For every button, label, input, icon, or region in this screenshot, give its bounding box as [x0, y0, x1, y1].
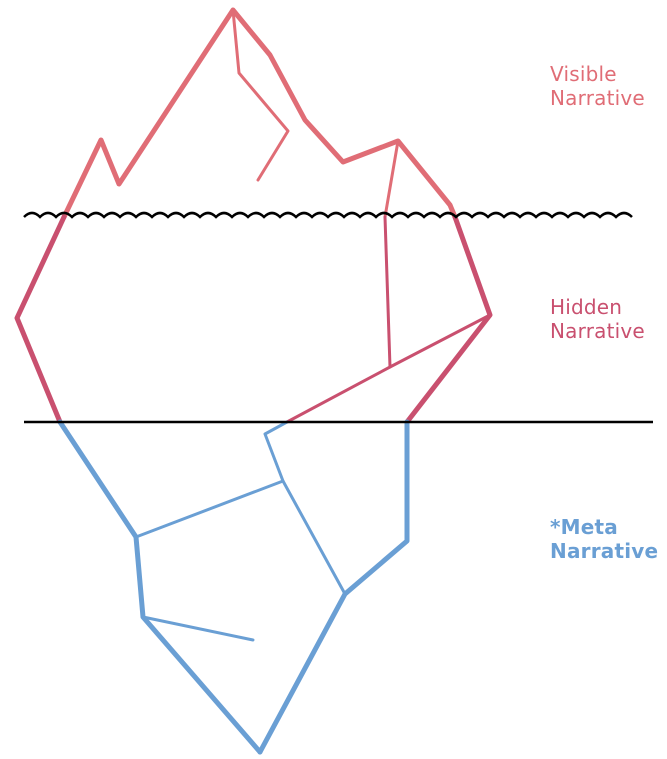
- meta-crack-mid: [134, 479, 285, 539]
- hidden-outline-right: [404, 214, 493, 425]
- hidden-section: [14, 214, 493, 425]
- meta-narrative-line1: *Meta: [550, 515, 618, 539]
- hidden-narrative-line2: Narrative: [550, 319, 645, 343]
- visible-outline: [61, 7, 458, 220]
- meta-narrative-line2: Narrative: [550, 539, 659, 563]
- hidden-narrative-line1: Hidden: [550, 295, 623, 319]
- visible-crack-main: [231, 8, 290, 182]
- visible-narrative-line2: Narrative: [550, 86, 645, 110]
- meta-outline-right: [257, 419, 410, 755]
- meta-section: [57, 419, 410, 755]
- meta-crack-bottom: [141, 615, 255, 642]
- wavy-waterline: [23, 211, 633, 219]
- hidden-crack-diagonal: [285, 313, 492, 424]
- meta-outline-left: [57, 419, 263, 755]
- meta-crack-left: [263, 420, 347, 596]
- hidden-narrative-label: Hidden Narrative: [550, 295, 645, 343]
- hidden-crack-vertical: [383, 215, 392, 369]
- visible-section: [61, 7, 458, 220]
- hidden-outline-left: [14, 214, 67, 425]
- meta-narrative-label: *Meta Narrative: [550, 515, 658, 563]
- visible-narrative-label: Visible Narrative: [550, 62, 645, 110]
- visible-narrative-line1: Visible: [550, 62, 617, 86]
- visible-crack-right: [383, 139, 400, 219]
